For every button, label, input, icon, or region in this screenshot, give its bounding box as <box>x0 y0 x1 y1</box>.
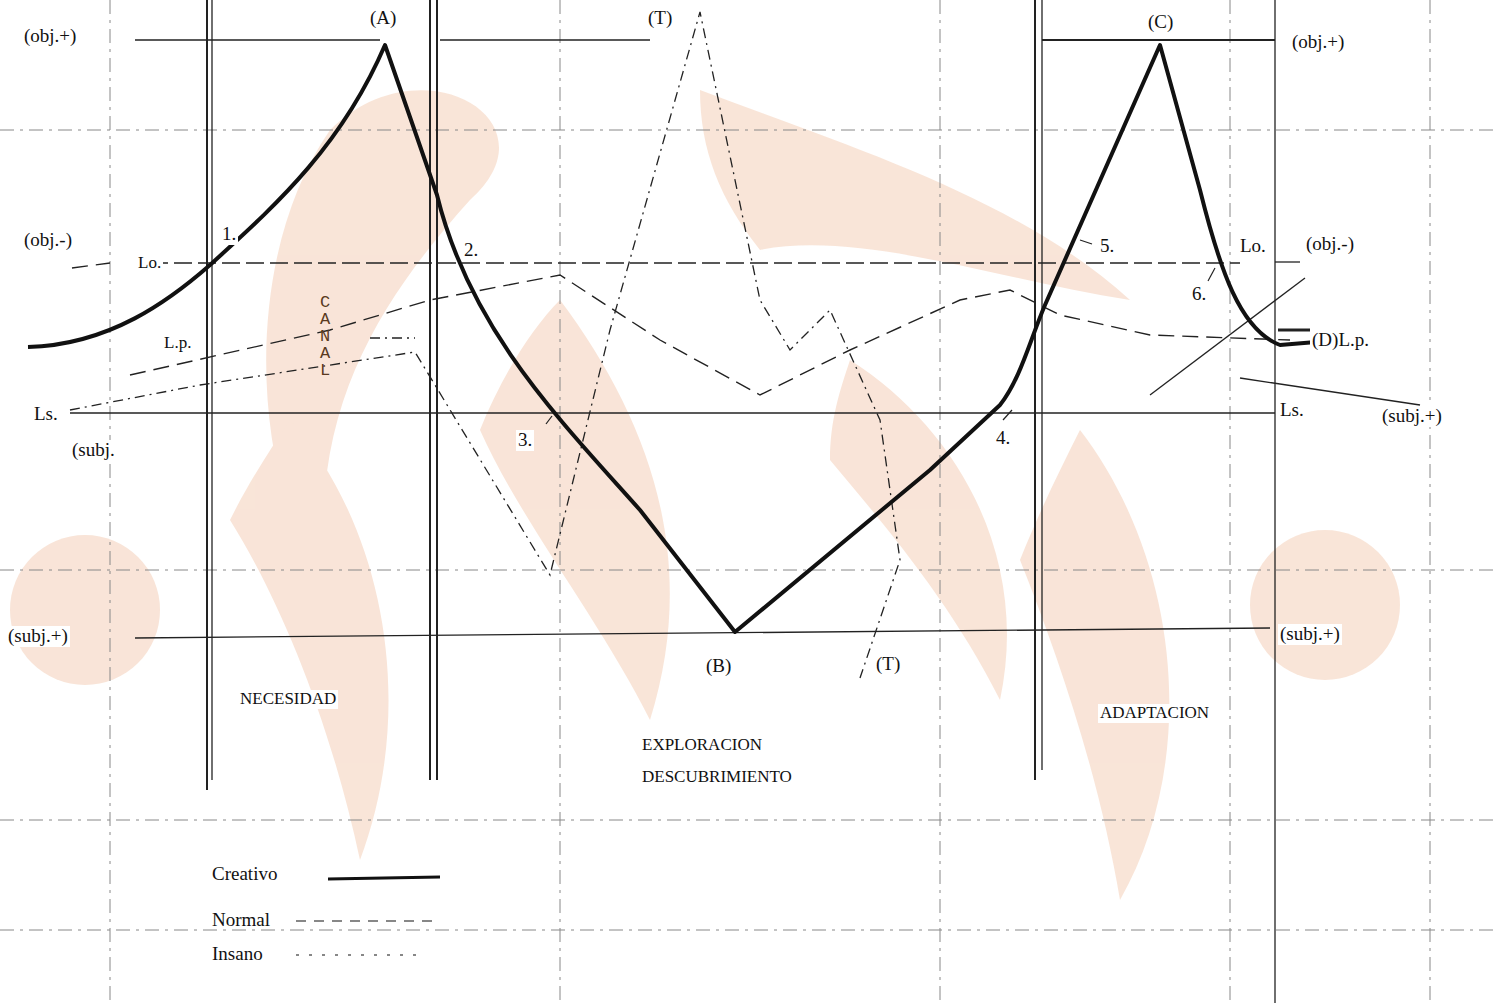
callout-number: 6. <box>1190 284 1208 305</box>
axis-label: (subj.+) <box>6 626 70 647</box>
legend-sample <box>296 954 425 955</box>
point-label: (A) <box>368 8 398 29</box>
axis-label: (obj.-) <box>1304 234 1356 255</box>
callout-number: 3. <box>516 430 534 451</box>
point-label: (T) <box>646 8 674 29</box>
point-label: (B) <box>704 656 733 677</box>
line-label: Lo. <box>136 254 163 273</box>
axis-label: (subj.+) <box>1380 406 1444 427</box>
line-label: L.p. <box>162 334 193 353</box>
axis-label: (obj.+) <box>1290 32 1346 53</box>
point-label: (C) <box>1146 12 1175 33</box>
legend-sample <box>328 877 440 879</box>
axis-label: (obj.-) <box>22 230 74 251</box>
line-label: Ls. <box>32 404 60 425</box>
line-label: Lo. <box>1238 236 1268 257</box>
phase-label: NECESIDAD <box>238 690 338 709</box>
axis-label: (subj.+) <box>1278 624 1342 645</box>
phase-label: EXPLORACION <box>640 736 764 755</box>
legend-text: Insano <box>210 944 265 965</box>
channel-label: CANAL <box>318 294 332 379</box>
axis-label: (subj. <box>70 440 117 461</box>
callout-number: 5. <box>1098 236 1116 257</box>
line-label: Ls. <box>1278 400 1306 421</box>
phase-label: DESCUBRIMIENTO <box>640 768 794 787</box>
callout-number: 2. <box>462 240 480 261</box>
axis-label: (obj.+) <box>22 26 78 47</box>
legend-text: Normal <box>210 910 272 931</box>
callout-number: 4. <box>994 428 1012 449</box>
phase-label: ADAPTACION <box>1098 704 1211 723</box>
callout-number: 1. <box>220 224 238 245</box>
point-label: (T) <box>874 654 902 675</box>
legend-text: Creativo <box>210 864 279 885</box>
point-label: (D)L.p. <box>1310 330 1371 351</box>
legend-sample <box>296 920 435 921</box>
